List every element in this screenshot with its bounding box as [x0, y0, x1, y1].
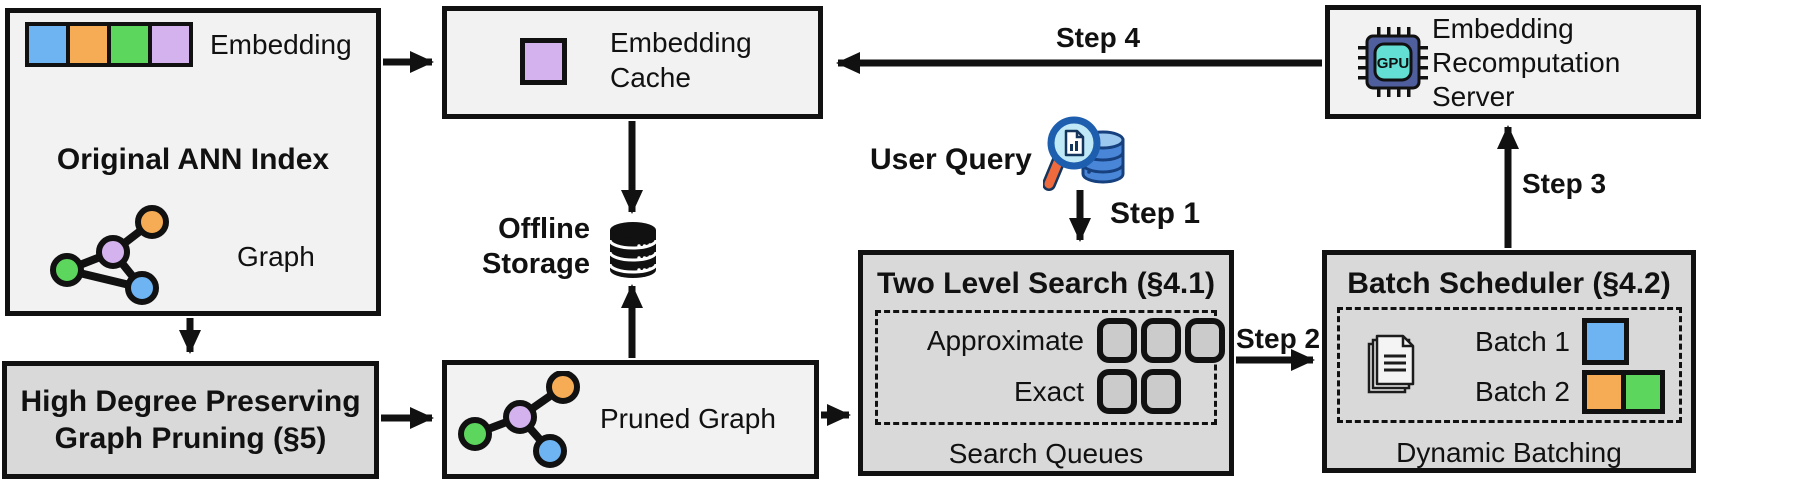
batch2-label: Batch 2 [1475, 376, 1570, 407]
step3-label: Step 3 [1522, 168, 1607, 199]
graph-label: Graph [237, 241, 315, 272]
batch-scheduler-box: Batch Scheduler (§4.2) Batch 1 Batch 2 [1322, 250, 1696, 473]
approximate-label: Approximate [926, 324, 1084, 356]
embedding-vector-icon [25, 22, 193, 67]
embedding-cache-label-line2: Cache [610, 62, 691, 93]
search-queues-panel: Approximate Exact [875, 310, 1225, 425]
embedding-cache-label-line1: Embedding [610, 27, 752, 58]
pruned-graph-icon [458, 371, 580, 468]
offline-storage-label-line2: Storage [482, 248, 590, 280]
embedding-cell-green-icon [111, 26, 148, 63]
search-queues-footer: Search Queues [948, 438, 1144, 469]
database-icon [608, 222, 658, 278]
two-level-search-box: Two Level Search (§4.1) Approximate Exac… [858, 250, 1234, 476]
step2-label: Step 2 [1236, 323, 1321, 354]
gpu-icon: GPU [1358, 27, 1428, 97]
server-label-line2: Recomputation [1432, 47, 1621, 78]
server-label-line1: Embedding [1432, 13, 1574, 44]
graph-icon [50, 205, 169, 305]
documents-icon [1367, 334, 1415, 394]
graph-pruning-title-line2: Graph Pruning (§5) [54, 422, 327, 455]
pruned-graph-label: Pruned Graph [600, 403, 776, 434]
original-ann-index-box: Embedding Original ANN Index Graph [5, 8, 381, 316]
embedding-cell-orange-icon [70, 26, 107, 63]
embedding-cache-box: Embedding Cache [442, 6, 823, 119]
graph-pruning-title-line1: High Degree Preserving [20, 385, 361, 418]
step1-label: Step 1 [1110, 197, 1201, 230]
cached-embedding-chip-icon [520, 38, 567, 85]
recomputation-server-box: GPU Embedding Recomputation Server [1325, 5, 1701, 119]
queue-slot-icon [1141, 318, 1181, 363]
gpu-icon-label: GPU [1377, 55, 1410, 72]
graph-pruning-box: High Degree Preserving Graph Pruning (§5… [2, 361, 379, 479]
batch2-green-chip-icon [1621, 370, 1665, 414]
query-search-icon [1043, 116, 1125, 191]
pruned-graph-box: Pruned Graph [442, 360, 819, 479]
user-query-label: User Query [870, 143, 1032, 176]
embedding-label: Embedding [210, 29, 352, 60]
dynamic-batching-panel: Batch 1 Batch 2 [1337, 307, 1682, 423]
two-level-search-title: Two Level Search (§4.1) [877, 267, 1215, 300]
ann-index-title: Original ANN Index [56, 143, 330, 176]
batch1-color-chip-icon [1582, 318, 1629, 365]
queue-slot-icon [1141, 369, 1181, 414]
embedding-cell-purple-icon [152, 26, 189, 63]
batch1-label: Batch 1 [1475, 325, 1570, 357]
batch2-color-chips-icon [1582, 370, 1665, 414]
exact-label: Exact [1013, 375, 1084, 407]
batch-scheduler-title: Batch Scheduler (§4.2) [1347, 267, 1671, 300]
server-label-line3: Server [1432, 81, 1515, 112]
offline-storage-label-line1: Offline [498, 213, 590, 245]
embedding-cell-blue-icon [29, 26, 66, 63]
queue-slot-icon [1097, 369, 1137, 414]
dynamic-batching-footer: Dynamic Batching [1396, 437, 1622, 468]
queue-slot-icon [1185, 318, 1225, 363]
batch2-orange-chip-icon [1582, 370, 1626, 414]
queue-slot-icon [1097, 318, 1137, 363]
step4-label: Step 4 [1056, 22, 1141, 53]
